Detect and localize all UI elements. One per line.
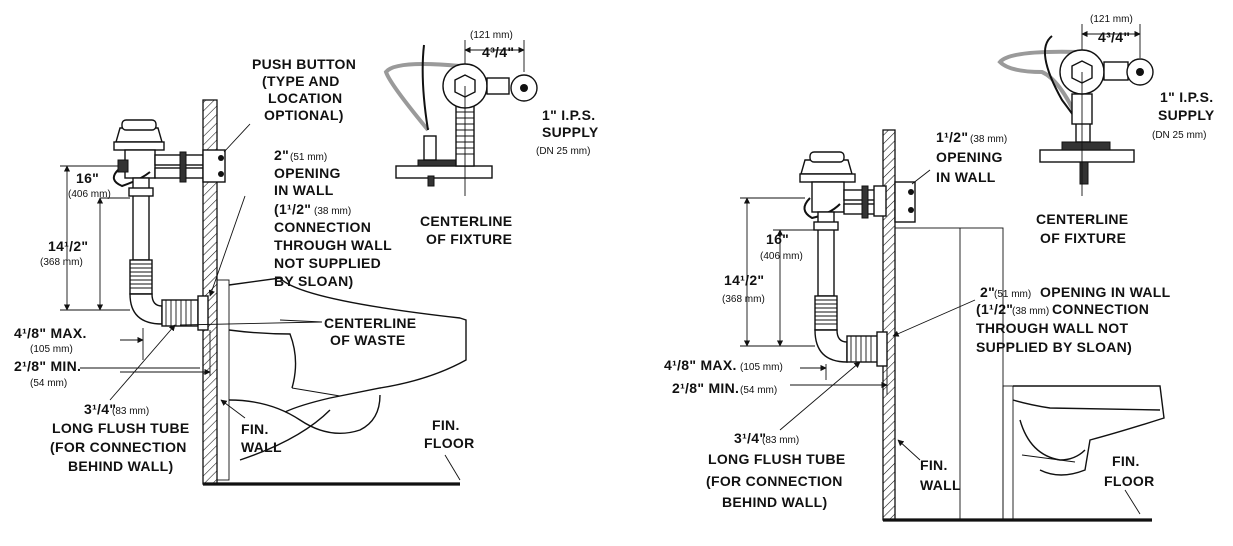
right-wall-opening-size: 2": [980, 284, 995, 300]
left-push-button-label: PUSH BUTTON (TYPE AND LOCATION OPTIONAL): [252, 56, 360, 123]
right-connection-size: (1¹/2": [976, 301, 1013, 317]
right-centerline-fixture: CENTERLINE OF FIXTURE: [1036, 211, 1133, 246]
left-opening-label: OPENING IN WALL: [274, 165, 345, 198]
right-toilet-bowl: [1002, 385, 1165, 521]
right-fin-wall: FIN. WALL: [920, 457, 961, 493]
right-dim-16-mm: (406 mm): [760, 251, 803, 262]
right-connection-word: CONNECTION: [1052, 301, 1149, 317]
left-tube-label: LONG FLUSH TUBE (FOR CONNECTION BEHIND W…: [50, 420, 194, 474]
left-diagram: PUSH BUTTON (TYPE AND LOCATION OPTIONAL)…: [14, 30, 600, 486]
left-fin-floor: FIN. FLOOR: [424, 417, 475, 451]
right-connection-label: THROUGH WALL NOT SUPPLIED BY SLOAN): [976, 320, 1133, 355]
right-dim-14-mm: (368 mm): [722, 294, 765, 305]
right-labels: (121 mm) 4³/4" 1" I.P.S. SUPPLY (DN 25 m…: [664, 14, 1218, 510]
right-dimensions: [740, 169, 1141, 515]
right-opening-label: OPENING IN WALL: [936, 149, 1007, 185]
left-max: 4¹/8" MAX.: [14, 325, 87, 341]
left-width-in: 4³/4": [482, 44, 514, 60]
right-supply-valve: [997, 24, 1154, 196]
right-supply-label: 1" I.P.S. SUPPLY: [1158, 89, 1218, 123]
right-connection-mm: (38 mm): [1012, 306, 1049, 317]
left-min-mm: (54 mm): [30, 378, 67, 389]
right-flushometer: [799, 151, 916, 367]
left-max-mm: (105 mm): [30, 344, 73, 355]
left-labels: PUSH BUTTON (TYPE AND LOCATION OPTIONAL)…: [14, 30, 600, 474]
right-width-mm: (121 mm): [1090, 14, 1133, 25]
right-opening-mm: (38 mm): [970, 134, 1007, 145]
left-fin-wall: FIN. WALL: [241, 421, 282, 455]
left-supply-valve: [383, 40, 538, 196]
left-dimensions: [60, 123, 461, 481]
left-opening-mm: (51 mm): [290, 152, 327, 163]
right-wall-opening-mm: (51 mm): [994, 289, 1031, 300]
right-tube-mm: (83 mm): [762, 435, 799, 446]
right-tube-dim: 3¹/4": [734, 430, 766, 446]
left-dim-16-mm: (406 mm): [68, 189, 111, 200]
left-dim-14: 14¹/2": [48, 238, 88, 254]
left-dim-14-mm: (368 mm): [40, 257, 83, 268]
left-connection-label: CONNECTION THROUGH WALL NOT SUPPLIED BY …: [274, 219, 396, 289]
left-tube-dim: 3¹/4": [84, 401, 116, 417]
left-width-mm: (121 mm): [470, 30, 513, 41]
right-tube-label: LONG FLUSH TUBE (FOR CONNECTION BEHIND W…: [706, 451, 850, 510]
left-connection-size: (1¹/2": [274, 201, 311, 217]
right-max: 4¹/8" MAX.: [664, 357, 737, 373]
left-supply-dn: (DN 25 mm): [536, 146, 590, 157]
left-opening-size: 2": [274, 147, 289, 163]
left-centerline-waste: CENTERLINE OF WASTE: [324, 315, 421, 348]
right-supply-dn: (DN 25 mm): [1152, 130, 1206, 141]
left-tube-mm: (83 mm): [112, 406, 149, 417]
right-max-mm: (105 mm): [740, 362, 783, 373]
right-opening-size: 1¹/2": [936, 129, 968, 145]
left-centerline-fixture: CENTERLINE OF FIXTURE: [420, 213, 517, 247]
right-carrier: [894, 227, 1004, 521]
right-min-mm: (54 mm): [740, 385, 777, 396]
right-wall-opening-label: OPENING IN WALL: [1040, 284, 1171, 300]
right-dim-14: 14¹/2": [724, 272, 764, 288]
right-fin-floor: FIN. FLOOR: [1104, 453, 1155, 489]
left-toilet-bowl: [216, 277, 467, 481]
right-min: 2¹/8" MIN.: [672, 380, 739, 396]
left-flushometer: [112, 119, 226, 331]
right-width-in: 4³/4": [1098, 29, 1130, 45]
left-min: 2¹/8" MIN.: [14, 358, 81, 374]
right-diagram: (121 mm) 4³/4" 1" I.P.S. SUPPLY (DN 25 m…: [664, 14, 1218, 522]
left-supply-label: 1" I.P.S. SUPPLY: [542, 107, 600, 140]
left-dim-16: 16": [76, 170, 99, 186]
right-dim-16: 16": [766, 231, 789, 247]
left-connection-mm: (38 mm): [314, 206, 351, 217]
